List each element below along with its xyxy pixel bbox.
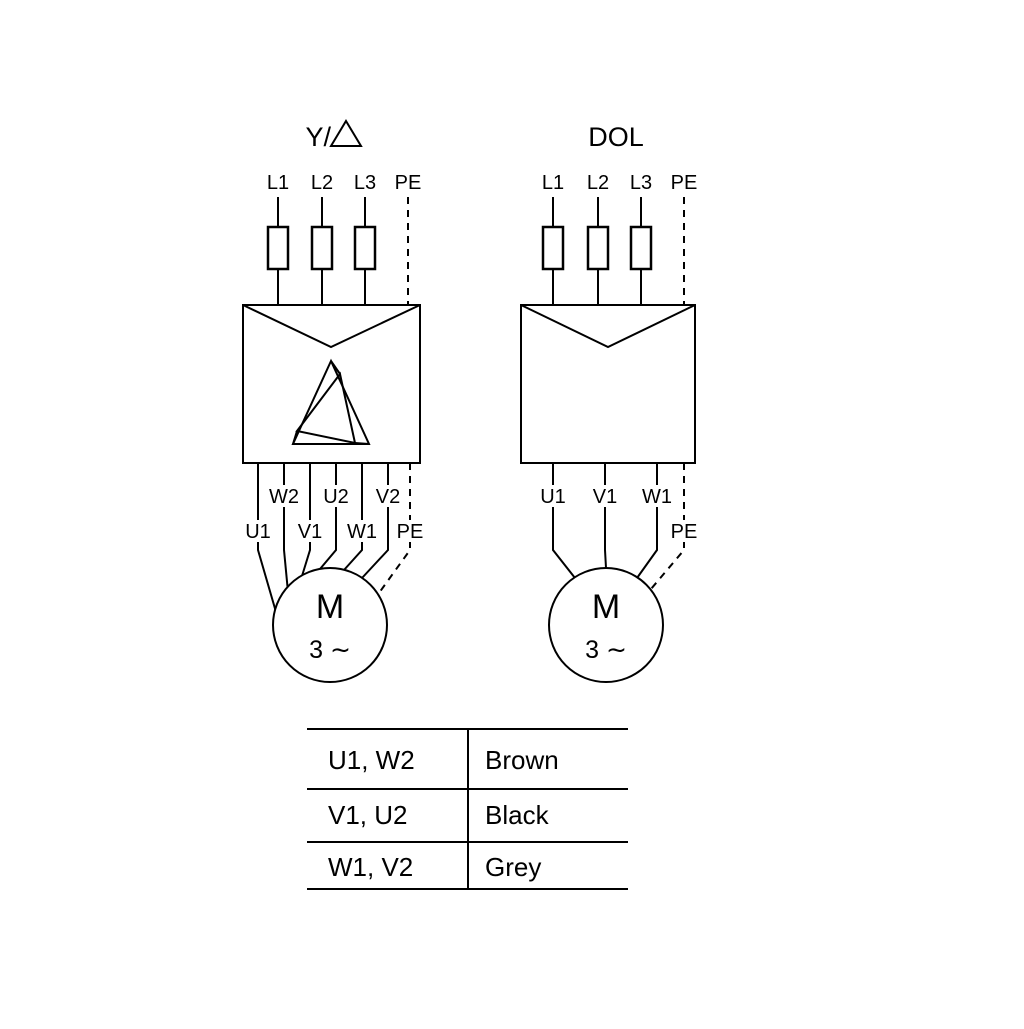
- supply-label-l2: L2: [311, 172, 333, 194]
- delta-icon: [329, 119, 363, 147]
- label-backing: [292, 520, 328, 542]
- label-backing: [535, 485, 571, 507]
- fuse-icon: [586, 225, 610, 271]
- motor-circle: [272, 567, 388, 683]
- table-terminals-cell: W1, V2: [328, 852, 413, 882]
- star-delta-diagram: Y/ L1 L2 L3 PE: [240, 119, 428, 683]
- supply-label-pe: PE: [671, 172, 698, 194]
- lead-label-v1: V1: [593, 486, 617, 508]
- table-color-cell: Grey: [485, 852, 541, 882]
- lead-line-v1: [301, 463, 311, 577]
- motor-m-label: M: [592, 588, 620, 626]
- lead-label-w2: W2: [269, 486, 299, 508]
- lead-line-u1: [257, 463, 277, 613]
- delta-connector: [354, 442, 370, 445]
- supply-label-l3: L3: [354, 172, 376, 194]
- motor-phase-label: 3 ∼: [585, 636, 627, 664]
- lead-label-v2: V2: [376, 486, 400, 508]
- starter-box: [520, 304, 696, 464]
- fuse-icon: [266, 225, 290, 271]
- lead-label-pe: PE: [397, 521, 424, 543]
- delta-symbol: [291, 358, 371, 445]
- fuse-icon: [353, 225, 377, 271]
- label-backing: [240, 520, 276, 542]
- lead-label-v1: V1: [298, 521, 322, 543]
- lead-line-v1: [604, 463, 607, 569]
- delta-connector: [330, 360, 341, 375]
- fuse-icon: [629, 225, 653, 271]
- label-backing: [392, 520, 428, 542]
- fuse-icon: [310, 225, 334, 271]
- lead-label-u1: U1: [245, 521, 271, 543]
- supply-label-pe: PE: [395, 172, 422, 194]
- lead-label-pe: PE: [671, 521, 698, 543]
- color-table: U1, W2 Brown V1, U2 Black W1, V2 Grey: [307, 728, 628, 890]
- table-row: V1, U2 Black: [328, 800, 550, 830]
- label-backing: [639, 485, 675, 507]
- table-color-cell: Black: [485, 800, 550, 830]
- dol-title: DOL: [588, 122, 644, 152]
- star-delta-title: Y/: [305, 122, 331, 152]
- supply-label-l1: L1: [267, 172, 289, 194]
- contactor-notch: [520, 304, 696, 349]
- lead-label-u1: U1: [540, 486, 566, 508]
- label-backing: [587, 485, 623, 507]
- starter-box: [242, 304, 421, 464]
- label-backing: [344, 520, 380, 542]
- supply-label-l2: L2: [587, 172, 609, 194]
- label-backing: [666, 520, 702, 542]
- table-terminals-cell: U1, W2: [328, 745, 415, 775]
- delta-connector: [292, 430, 298, 445]
- lead-label-w1: W1: [347, 521, 377, 543]
- table-terminals-cell: V1, U2: [328, 800, 408, 830]
- delta-outer-triangle: [291, 358, 371, 445]
- table-color-cell: Brown: [485, 745, 559, 775]
- lead-label-u2: U2: [323, 486, 349, 508]
- table-row: W1, V2 Grey: [328, 852, 541, 882]
- label-backing: [370, 485, 406, 507]
- supply-label-l3: L3: [630, 172, 652, 194]
- motor-phase-label: 3 ∼: [309, 636, 351, 664]
- delta-inner-triangle: [295, 371, 357, 445]
- fuse-icon: [541, 225, 565, 271]
- lead-line-pe: [378, 463, 411, 594]
- label-backing: [318, 485, 354, 507]
- motor-circle: [548, 567, 664, 683]
- lead-label-w1: W1: [642, 486, 672, 508]
- dol-diagram: DOL L1 L2 L3 PE U1 V1 W1 PE M: [520, 122, 702, 683]
- contactor-notch: [242, 304, 421, 349]
- label-backing: [266, 485, 302, 507]
- lead-line-pe: [650, 463, 685, 590]
- supply-label-l1: L1: [542, 172, 564, 194]
- motor-m-label: M: [316, 588, 344, 626]
- table-row: U1, W2 Brown: [328, 745, 559, 775]
- lead-line-w1: [343, 463, 363, 571]
